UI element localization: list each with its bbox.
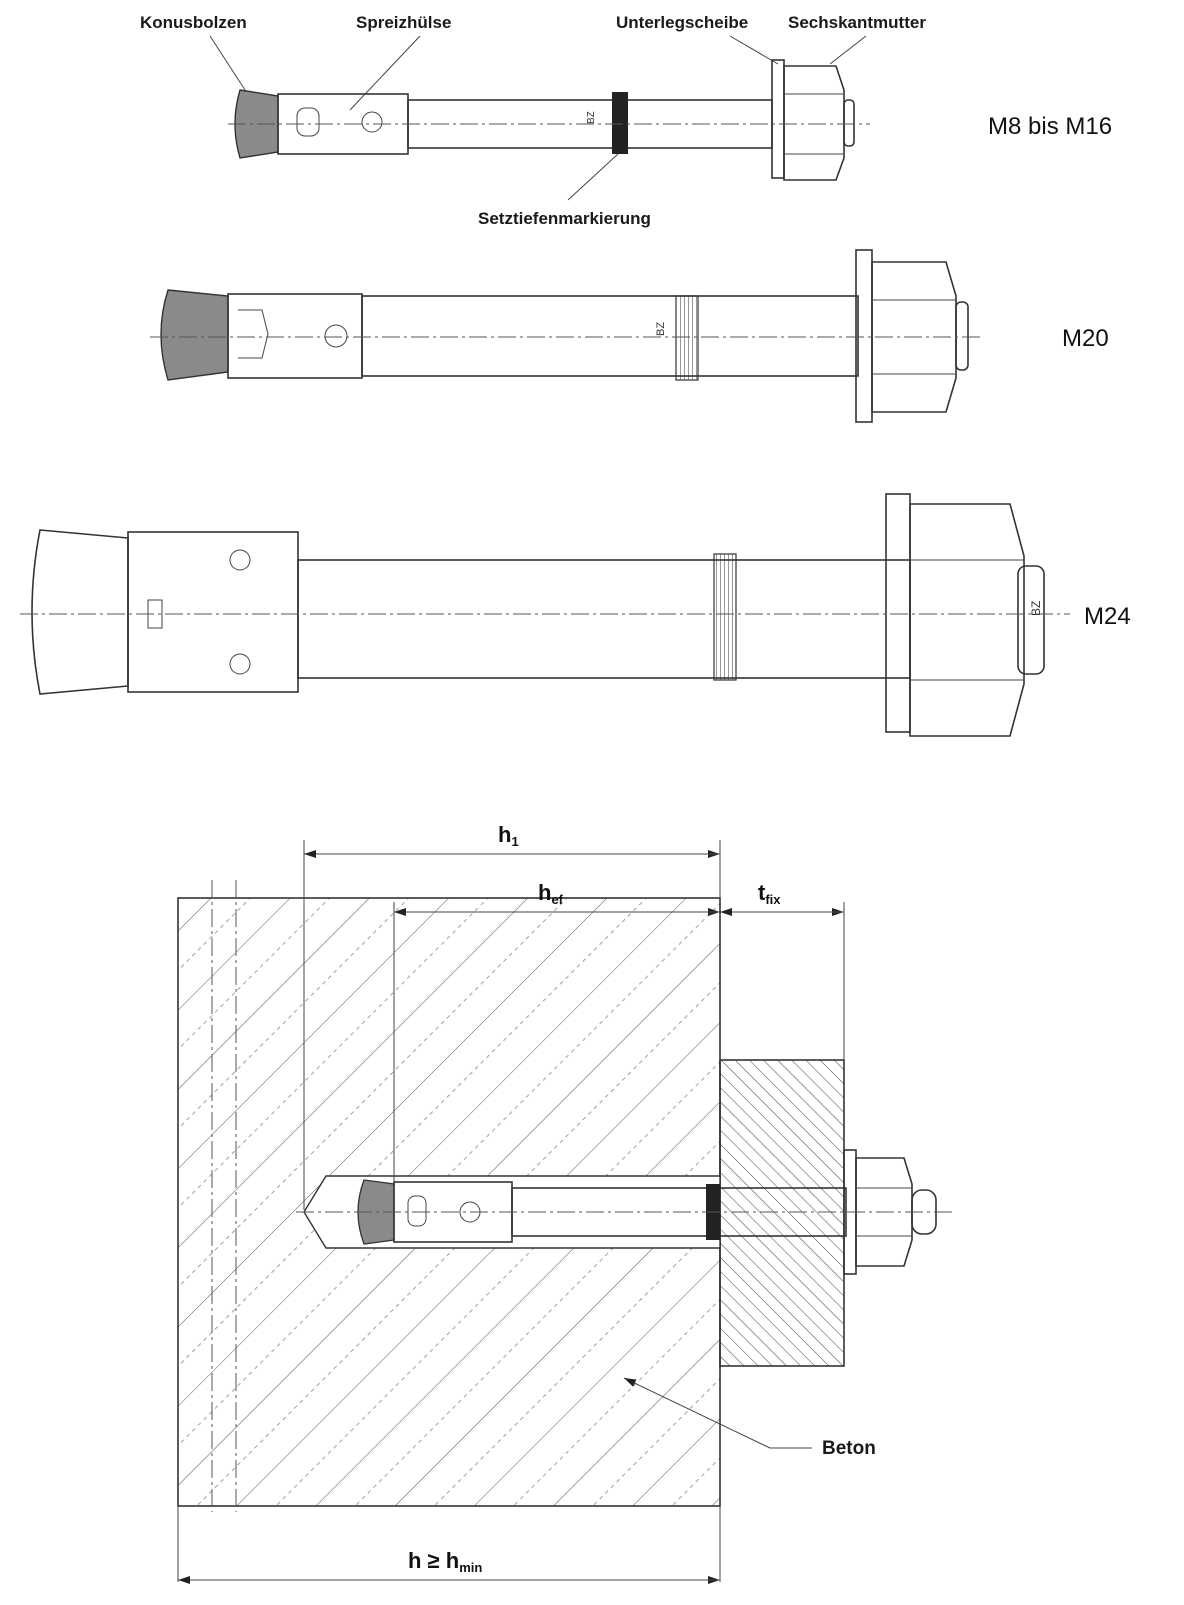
size-medium: M20: [1062, 325, 1109, 352]
hex-nut: [855, 1157, 913, 1267]
label-cone: Konusbolzen: [140, 13, 247, 32]
label-washer: Unterlegscheibe: [616, 13, 748, 32]
label-marking: Setztiefenmarkierung: [478, 209, 651, 228]
sleeve-slot: [296, 107, 320, 137]
knurled-ring: [713, 553, 737, 681]
dim-hmin: h ≥ hmin: [408, 1548, 482, 1575]
stamp-medium: BZ: [655, 322, 667, 336]
bolt-shaft: [361, 295, 859, 377]
dim-tfix: tfix: [758, 880, 781, 907]
bolt-end: [843, 99, 855, 147]
dim-h1: h1: [498, 822, 519, 849]
washer: [771, 59, 785, 179]
washer: [885, 493, 911, 733]
leader-beton: [623, 1377, 771, 1449]
sleeve-slot: [407, 1195, 427, 1227]
fixture-plate: [719, 1059, 845, 1367]
expansion-sleeve: [127, 531, 299, 693]
sleeve-hole: [361, 111, 383, 133]
cone-bolt: [31, 529, 129, 695]
leader-nut: [829, 35, 867, 65]
sleeve-hole: [324, 324, 348, 348]
anchor-small: Konusbolzen Spreizhülse Unterlegscheibe …: [140, 13, 1112, 228]
dim-hef: hef: [538, 880, 564, 907]
hex-nut: [871, 261, 957, 413]
size-small: M8 bis M16: [988, 113, 1112, 140]
sleeve-notch: [229, 653, 251, 675]
sleeve-slot: [238, 309, 269, 359]
leader-washer: [729, 35, 779, 65]
cone-bolt: [160, 289, 229, 381]
anchor-medium: BZ M20: [150, 249, 1109, 423]
label-sleeve: Spreizhülse: [356, 13, 451, 32]
size-large: M24: [1084, 603, 1131, 630]
bolt-shaft: [297, 559, 911, 679]
hex-nut: [783, 65, 845, 181]
cone-bolt: [234, 89, 279, 159]
label-nut: Sechskantmutter: [788, 13, 926, 32]
hex-nut: [909, 503, 1025, 737]
expansion-sleeve: [227, 293, 363, 379]
leader-marking: [567, 153, 619, 201]
installation-section: h1 hef tfix h ≥ hmin Beton: [177, 822, 954, 1584]
label-beton: Beton: [822, 1438, 876, 1459]
sleeve-notch: [229, 549, 251, 571]
setting-depth-marking: [612, 92, 628, 154]
bolt-end: [1017, 565, 1045, 675]
stamp-large: BZ: [1029, 601, 1043, 616]
stamp-small: BZ: [586, 111, 597, 124]
bolt-end: [955, 301, 969, 371]
leader-sleeve: [349, 35, 421, 111]
knurled-ring: [675, 295, 699, 381]
anchor-large: BZ M24: [20, 493, 1131, 737]
